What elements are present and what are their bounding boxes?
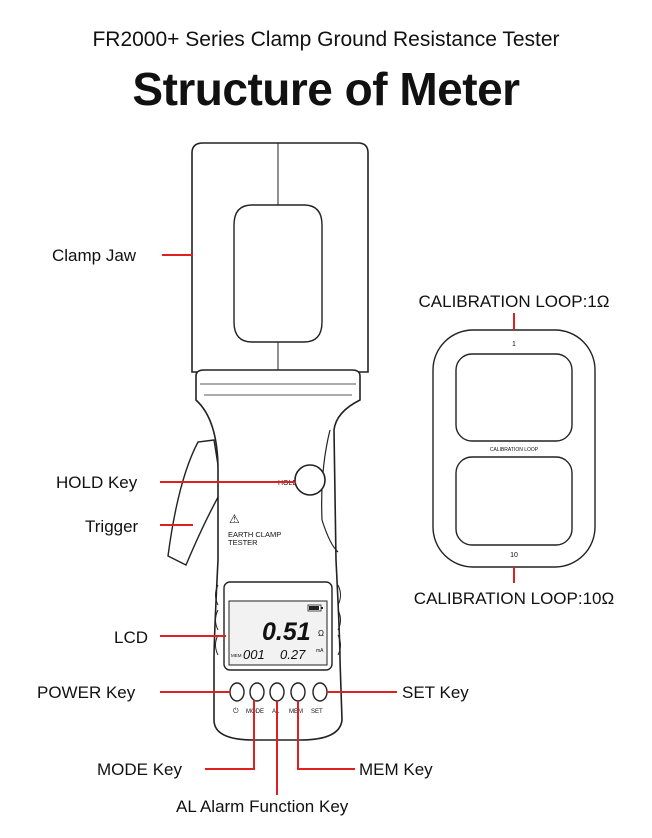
lcd-unit: Ω	[318, 629, 324, 638]
cal-loop-top-number: 1	[512, 341, 516, 348]
clamp-jaw-label: Clamp Jaw	[52, 246, 137, 265]
lcd-label: LCD	[114, 628, 148, 647]
mem-key-label: MEM Key	[359, 760, 433, 779]
cal-loop-bottom-number: 10	[510, 552, 518, 559]
set-button[interactable]	[312, 682, 328, 702]
hold-button[interactable]	[294, 464, 326, 496]
hold-key-label: HOLD Key	[56, 473, 138, 492]
al-key-label: AL Alarm Function Key	[176, 797, 349, 816]
warning-icon: ⚠	[229, 512, 240, 526]
hold-text: HOLD	[278, 480, 297, 487]
power-key-label: POWER Key	[37, 683, 136, 702]
power-button[interactable]	[229, 682, 245, 702]
mode-button[interactable]	[249, 682, 265, 702]
panel-text-line2: TESTER	[228, 538, 258, 547]
mem-button-label: MEM	[289, 709, 303, 715]
mem-button[interactable]	[290, 682, 306, 702]
mem-key-leader	[297, 701, 355, 770]
lcd-main-reading: 0.51	[262, 618, 311, 646]
document-subtitle: FR2000+ Series Clamp Ground Resistance T…	[92, 28, 560, 51]
cal-loop-top-label: CALIBRATION LOOP:1Ω	[419, 292, 610, 311]
panel-text-line1: EARTH CLAMP	[228, 530, 281, 539]
set-key-label: SET Key	[402, 683, 469, 702]
cal-loop-bottom-label: CALIBRATION LOOP:10Ω	[414, 589, 614, 608]
calibration-loop: 1 CALIBRATION LOOP 10	[432, 329, 596, 568]
lcd-display: 0.51 Ω MEM 001 0.27 mA	[223, 581, 333, 671]
clamp-jaw	[191, 142, 369, 379]
lcd-mem-index: 001	[243, 647, 265, 662]
set-button-label: SET	[311, 709, 323, 715]
lcd-current-unit: mA	[316, 648, 324, 654]
mode-key-leader	[205, 700, 255, 770]
cal-loop-middle-text: CALIBRATION LOOP	[490, 447, 539, 453]
mode-key-label: MODE Key	[97, 760, 183, 779]
al-button[interactable]	[269, 682, 285, 702]
trigger[interactable]	[167, 439, 223, 566]
document-title: Structure of Meter	[132, 63, 520, 115]
lcd-current: 0.27	[280, 647, 306, 662]
jaw-opening	[233, 204, 323, 343]
lcd-mem-tag: MEM	[231, 653, 242, 658]
trigger-label: Trigger	[85, 517, 139, 536]
power-symbol: ⏻	[233, 707, 239, 715]
